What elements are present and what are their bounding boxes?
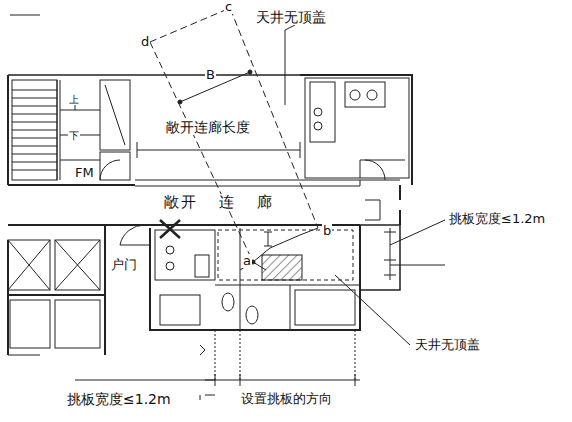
plan-label: 设置挑板的方向 (240, 392, 333, 406)
plan-label: c (224, 0, 233, 14)
plan-label: 敞开连廊长度 (165, 120, 251, 135)
plan-label: B (205, 68, 216, 82)
plan-label: a (242, 254, 252, 268)
plan-label: d (140, 35, 150, 49)
plan-label: 天井无顶盖 (414, 338, 481, 352)
plan-label: 上 (68, 94, 80, 105)
plan-label: 天井无顶盖 (255, 10, 327, 25)
plan-label: 敞开 连 廊 (163, 194, 275, 211)
plan-label: 挑板宽度≤1.2m (66, 392, 172, 407)
plan-label: 挑板宽度≤1.2m (448, 212, 546, 226)
plan-label: 户门 (110, 258, 138, 272)
plan-label: b (322, 224, 332, 238)
plan-label: FM (74, 166, 95, 180)
plan-label: 下 (68, 130, 80, 141)
